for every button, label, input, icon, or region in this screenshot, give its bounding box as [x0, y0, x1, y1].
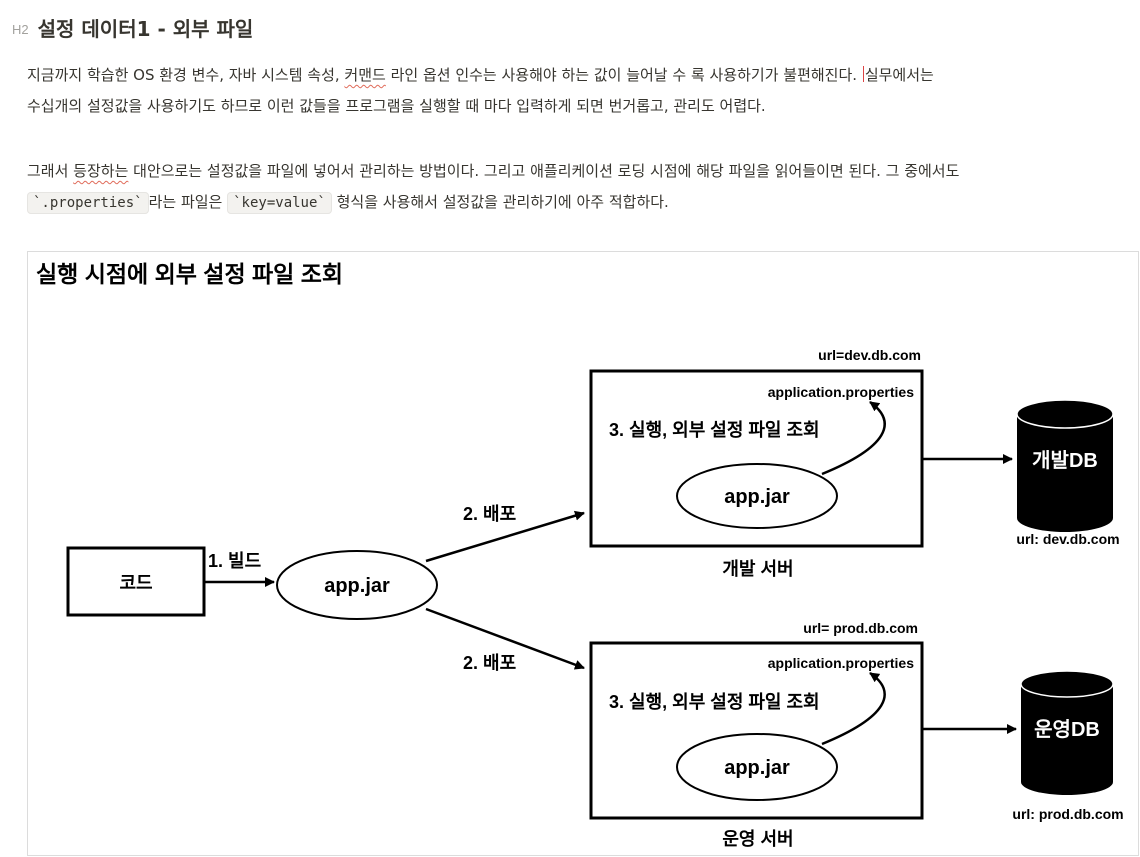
deploy-arrow-dev: [425, 510, 585, 563]
paragraph-2-line-2: `.properties`라는 파일은 `key=value` 형식을 사용해서…: [27, 187, 1132, 218]
diagram-title: 실행 시점에 외부 설정 파일 조회: [36, 261, 343, 287]
prod-db-label: 운영DB: [1034, 718, 1100, 741]
dev-db-label: 개발DB: [1032, 449, 1098, 472]
dev-jar-label: app.jar: [724, 486, 790, 508]
prod-db-url: url: prod.db.com: [1012, 806, 1123, 822]
paragraph-1-line-1: 지금까지 학습한 OS 환경 변수, 자바 시스템 속성, 커맨드 라인 옵션 …: [27, 60, 1132, 91]
prod-properties-label: application.properties: [768, 655, 914, 671]
prod-lookup-arrow: [821, 671, 886, 746]
code-box: [66, 546, 206, 617]
p2-text-b: 대안으로는 설정값을 파일에 넣어서 관리하는 방법이다. 그리고 애플리케이션…: [128, 162, 960, 180]
p1-text-c: 실무에서는: [864, 66, 934, 84]
main-jar-ellipse: [276, 550, 438, 620]
prod-jar-label: app.jar: [724, 757, 790, 779]
p1-text-a: 지금까지 학습한 OS 환경 변수, 자바 시스템 속성,: [27, 66, 345, 84]
h2-marker: H2: [12, 21, 29, 37]
dev-url-top: url=dev.db.com: [818, 347, 921, 363]
p2-spellcheck-word: 등장하는: [73, 162, 129, 180]
dev-server-name: 개발 서버: [722, 559, 793, 579]
prod-jar-ellipse: [676, 733, 838, 801]
dev-db-url: url: dev.db.com: [1016, 531, 1119, 547]
p2-text-mid: 라는 파일은: [148, 193, 228, 211]
p1-text-b: 라인 옵션 인수는 사용해야 하는 값이 늘어날 수 록 사용하기가 불편해진다…: [385, 66, 862, 84]
deploy-label-dev: 2. 배포: [463, 504, 516, 524]
paragraph-1-line-2: 수십개의 설정값을 사용하기도 하므로 이런 값들을 프로그램을 실행할 때 마…: [27, 97, 766, 115]
inline-code-key-value: `key=value`: [227, 192, 332, 214]
deploy-arrow-prod: [425, 607, 585, 670]
p2-text-end: 형식을 사용해서 설정값을 관리하기에 아주 적합하다.: [331, 193, 669, 211]
prod-db-cylinder: [1020, 670, 1114, 795]
dev-properties-label: application.properties: [768, 384, 914, 400]
deploy-label-prod: 2. 배포: [463, 653, 516, 673]
paragraph-2: 그래서 등장하는 대안으로는 설정값을 파일에 넣어서 관리하는 방법이다. 그…: [27, 156, 1132, 218]
paragraph-1: 지금까지 학습한 OS 환경 변수, 자바 시스템 속성, 커맨드 라인 옵션 …: [27, 60, 1132, 122]
prod-server-name: 운영 서버: [722, 829, 793, 849]
prod-run-label: 3. 실행, 외부 설정 파일 조회: [609, 692, 820, 712]
p2-text-a: 그래서: [27, 162, 74, 180]
p1-spellcheck-word: 커맨드: [344, 66, 386, 84]
build-label: 1. 빌드: [208, 551, 261, 571]
code-box-label: 코드: [119, 573, 152, 593]
text-cursor: [862, 66, 864, 82]
heading-title: 설정 데이터1 - 외부 파일: [37, 16, 254, 41]
dev-lookup-arrow: [821, 400, 886, 476]
diagram-svg: 실행 시점에 외부 설정 파일 조회 코드 1. 빌드 app.jar 2. 배…: [36, 261, 1124, 849]
main-jar-label: app.jar: [324, 575, 390, 597]
prod-url-top: url= prod.db.com: [803, 620, 918, 636]
dev-jar-ellipse: [676, 463, 838, 529]
diagram-image: 실행 시점에 외부 설정 파일 조회 코드 1. 빌드 app.jar 2. 배…: [27, 251, 1139, 856]
dev-run-label: 3. 실행, 외부 설정 파일 조회: [609, 420, 820, 440]
section-heading: H2 설정 데이터1 - 외부 파일: [12, 12, 253, 42]
inline-code-properties: `.properties`: [27, 192, 149, 214]
paragraph-2-line-1: 그래서 등장하는 대안으로는 설정값을 파일에 넣어서 관리하는 방법이다. 그…: [27, 156, 1132, 187]
dev-db-cylinder: [1016, 399, 1114, 532]
